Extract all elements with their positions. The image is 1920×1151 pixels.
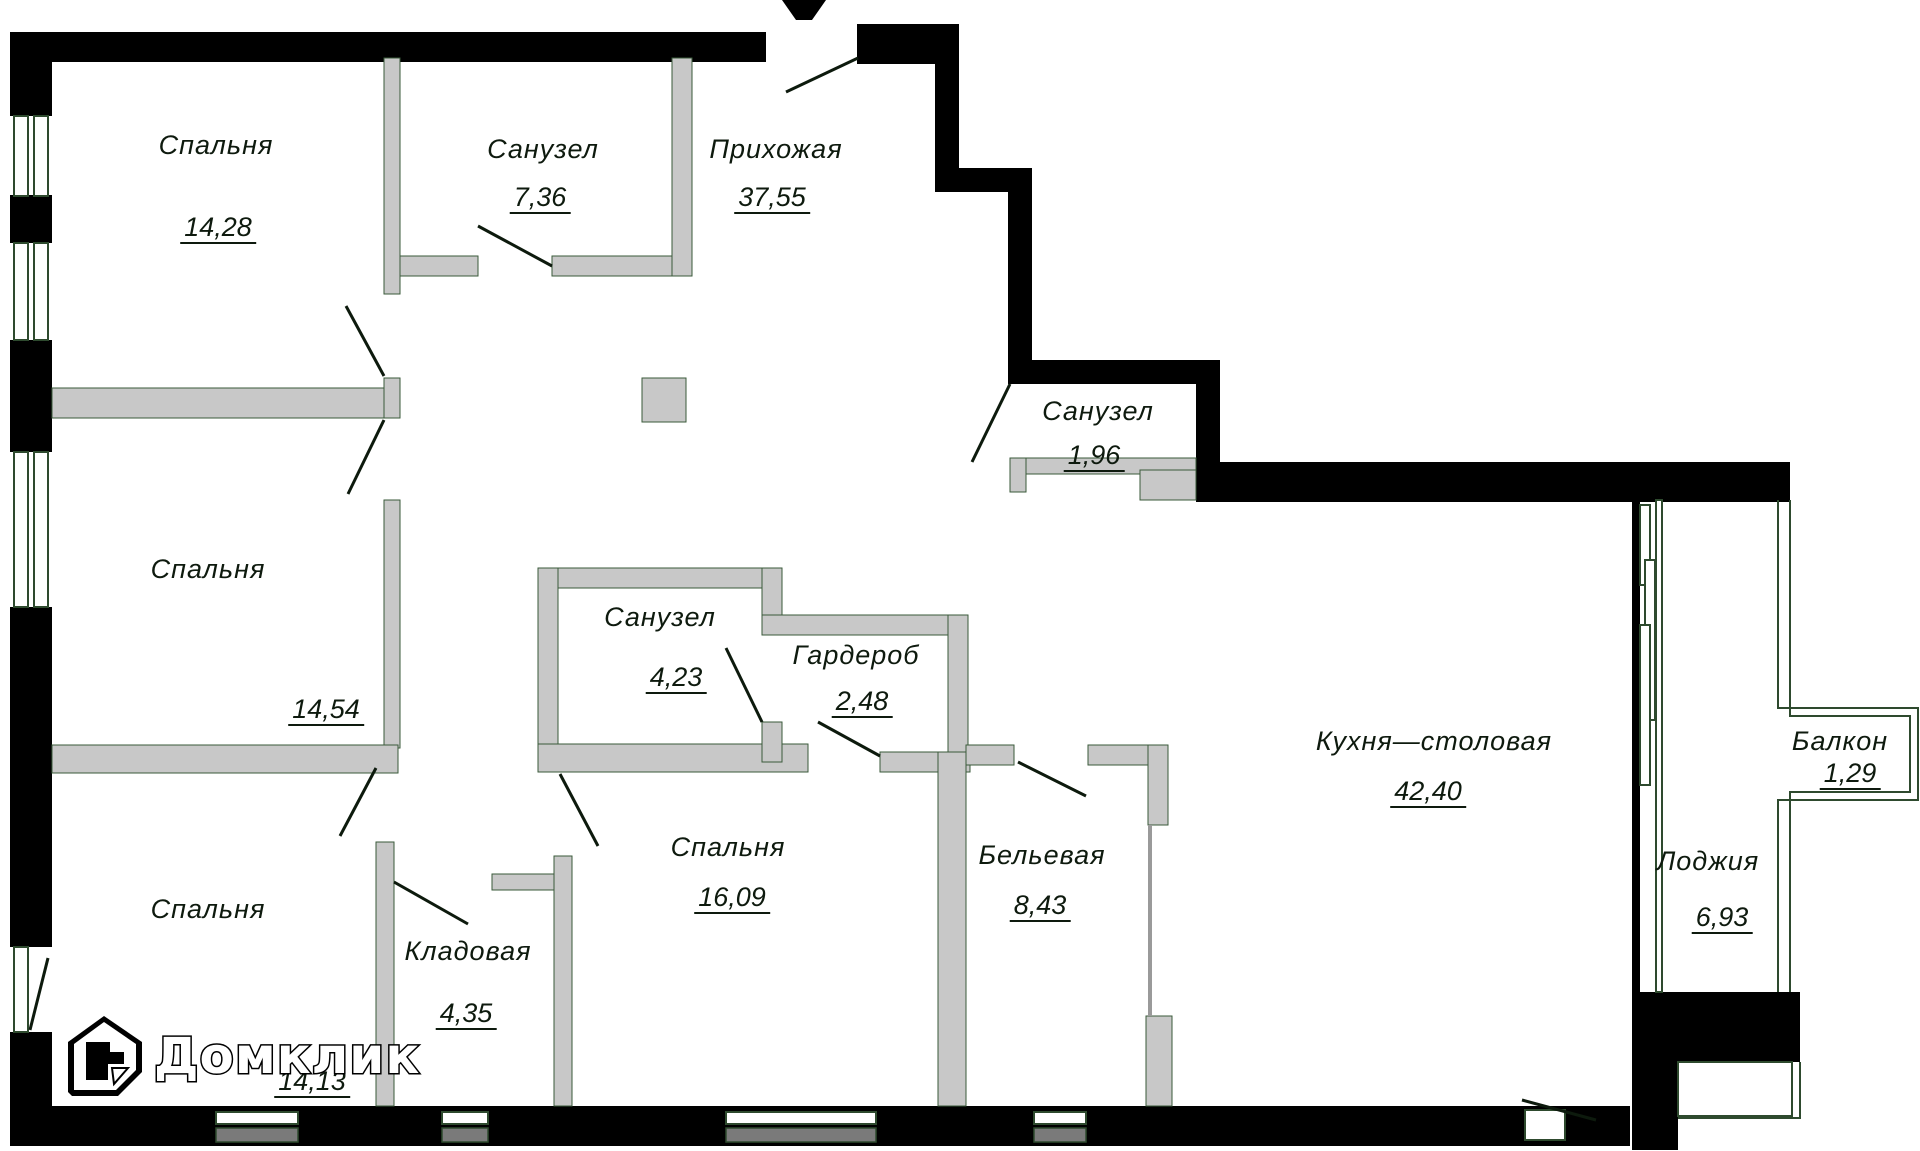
room-area: 1,96 (1063, 442, 1125, 472)
room-area: 16,09 (694, 884, 770, 914)
room-name: Спальня (158, 130, 274, 160)
room-name: Лоджия (1656, 846, 1760, 876)
door-swings (28, 56, 1597, 1122)
room-name: Бельевая (978, 840, 1106, 870)
room-name: Кухня—столовая (1315, 726, 1553, 756)
room-area: 6,93 (1691, 904, 1753, 934)
brand-name: Домклик (152, 1026, 421, 1087)
exterior-walls (10, 0, 1800, 1150)
room-name: Гардероб (792, 640, 920, 670)
column (641, 377, 687, 423)
room-area: 42,40 (1390, 778, 1466, 808)
room-area: 7,36 (509, 184, 571, 214)
loggia-balcony-outline (1632, 499, 1919, 1119)
room-area: 14,28 (180, 214, 256, 244)
room-name: Санузел (1042, 396, 1154, 426)
room-area: 4,35 (435, 1000, 497, 1030)
room-area: 14,54 (288, 696, 364, 726)
windows-left (13, 115, 49, 1033)
room-name: Санузел (487, 134, 599, 164)
room-name: Спальня (150, 894, 266, 924)
room-area: 2,48 (831, 688, 893, 718)
room-area: 14,13 (274, 1068, 350, 1098)
room-name: Спальня (670, 832, 786, 862)
domclick-house-icon (68, 1016, 142, 1096)
interior-walls (51, 57, 1197, 1107)
room-name: Балкон (1791, 726, 1889, 756)
domclick-watermark: Домклик (62, 1012, 421, 1100)
room-area: 37,55 (734, 184, 810, 214)
room-name: Прихожая (709, 134, 843, 164)
room-area: 1,29 (1819, 760, 1881, 790)
room-name: Кладовая (404, 936, 532, 966)
room-area: 4,23 (645, 664, 707, 694)
windows-bottom (215, 1109, 1566, 1143)
room-name: Спальня (150, 554, 266, 584)
room-name: Санузел (604, 602, 716, 632)
entrance-arrow-icon (782, 0, 826, 20)
room-area: 8,43 (1009, 892, 1071, 922)
